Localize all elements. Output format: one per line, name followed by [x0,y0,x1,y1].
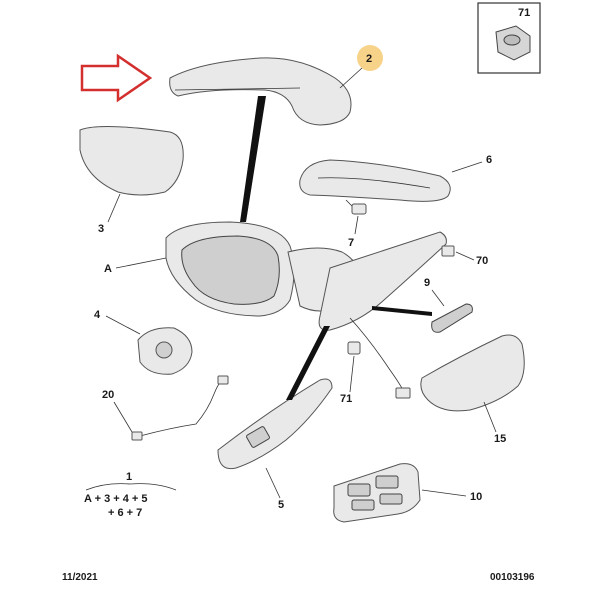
part-switch-panel [217,378,333,470]
part-window-switch [333,463,421,523]
part-71-box: 71 [477,2,541,74]
callout-15: 15 [494,433,506,445]
red-pointer-arrow-icon [80,53,153,103]
callout-4: 4 [94,309,101,321]
callout-3: 3 [98,223,104,235]
wiring-harness [349,317,405,393]
part-seal [431,303,473,333]
part-mirror-glass [79,125,184,196]
callout-1: 1 [126,471,132,483]
formula-line-1: A + 3 + 4 + 5 [84,493,148,505]
part-nut-71 [347,341,361,355]
part-mirror-cover [169,57,352,126]
leader-cover-to-mirror [240,96,266,222]
part-turn-indicator [299,159,451,202]
callout-70: 70 [476,255,488,267]
part-mirror-assembly [165,221,447,331]
harness-plug [395,387,411,399]
leader-arm-to-switch [286,326,330,400]
leader-arm-to-seal [372,306,432,316]
footer-date: 11/2021 [62,572,98,583]
callout-71: 71 [340,393,352,405]
callout-10: 10 [470,491,482,503]
callout-20: 20 [102,389,114,401]
callout-2-highlight [357,45,383,71]
callout-2: 2 [366,53,372,65]
composition-formula: 1 A + 3 + 4 + 5 + 6 + 7 [84,471,177,519]
callout-A: A [104,263,112,275]
part-trim-15 [420,334,525,412]
part-bulb [345,199,367,215]
part-connector-70 [441,245,455,257]
formula-line-2: + 6 + 7 [108,507,142,519]
callout-6: 6 [486,154,492,166]
callout-7: 7 [348,237,354,249]
footer-ref: 00103196 [490,572,535,583]
callout-71-top: 71 [518,7,530,19]
part-mirror-motor [137,327,193,375]
callout-9: 9 [424,277,430,289]
part-wiring-loom [131,375,229,441]
callout-5: 5 [278,499,284,511]
